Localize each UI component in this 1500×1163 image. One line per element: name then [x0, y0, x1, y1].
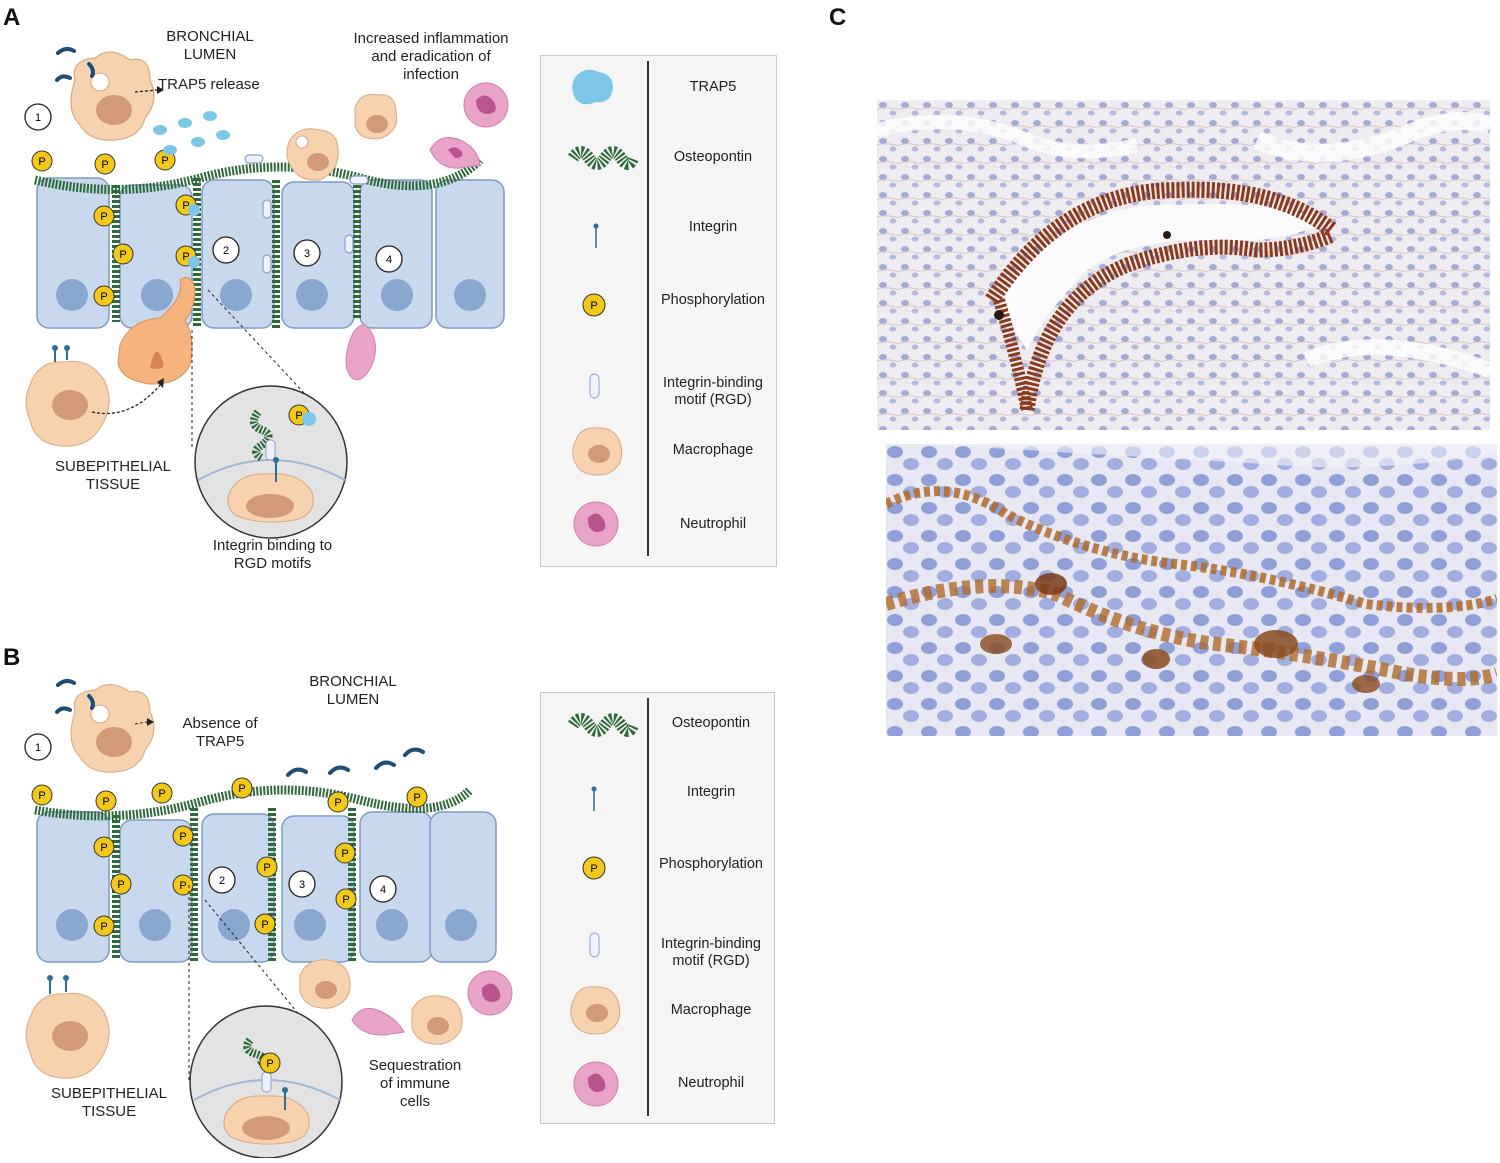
svg-text:P: P [100, 211, 107, 223]
legend-b-label-phosphorylation: Phosphorylation [659, 856, 763, 872]
svg-text:P: P [263, 862, 270, 874]
legend-a: P TRAP5 Osteopontin Integrin Phosphoryla… [540, 55, 777, 567]
svg-text:P: P [38, 156, 45, 168]
trap5-icon [572, 69, 613, 105]
legend-b-label-rgd: Integrin-binding motif (RGD) [661, 936, 761, 969]
legend-a-label-neutrophil: Neutrophil [679, 516, 747, 532]
panel-a-inflammation-label: Increased inflammation and eradication o… [353, 30, 509, 83]
panel-b-lumen-label: BRONCHIAL LUMEN [309, 673, 397, 708]
svg-text:2: 2 [219, 875, 225, 887]
neutrophil-icon [573, 501, 619, 547]
svg-text:P: P [38, 790, 45, 802]
svg-text:P: P [182, 251, 189, 263]
legend-a-label-rgd: Integrin-binding motif (RGD) [663, 375, 763, 408]
integrin-icon [593, 223, 599, 248]
step-4: 4 [386, 254, 392, 266]
svg-text:P: P [590, 300, 597, 312]
svg-text:P: P [334, 797, 341, 809]
legend-b: P Osteopontin Integrin Phosphorylation I… [540, 692, 775, 1124]
panel-a-letter: A [3, 4, 21, 31]
osteopontin-icon [568, 146, 639, 170]
legend-b-label-neutrophil: Neutrophil [677, 1075, 745, 1091]
svg-text:P: P [117, 879, 124, 891]
svg-text:P: P [158, 788, 165, 800]
legend-a-divider [647, 61, 649, 556]
svg-text:P: P [179, 880, 186, 892]
step-1: 1 [35, 112, 41, 124]
legend-b-icons: P [568, 713, 639, 1107]
panel-b-absence-label: Absence of TRAP5 [182, 715, 258, 750]
svg-text:P: P [413, 792, 420, 804]
neutrophil-icon [573, 1061, 619, 1107]
svg-text:P: P [266, 1058, 273, 1070]
panel-a-zoom-caption: Integrin binding to RGD motifs [212, 537, 333, 572]
panel-b-letter: B [3, 644, 21, 671]
svg-text:4: 4 [380, 884, 386, 896]
svg-text:P: P [119, 249, 126, 261]
svg-text:P: P [100, 921, 107, 933]
macrophage-top [70, 51, 155, 141]
legend-b-label-osteopontin: Osteopontin [671, 715, 751, 731]
legend-a-label-trap5: TRAP5 [689, 79, 737, 95]
legend-a-icons: P [568, 69, 639, 547]
legend-a-label-osteopontin: Osteopontin [673, 149, 753, 165]
panel-a-lumen-label: BRONCHIAL LUMEN [166, 28, 254, 63]
svg-text:P: P [590, 863, 597, 875]
phosphorylation-markers: P P P P P P P P [31, 149, 200, 307]
phosphorylation-icon: P [582, 856, 606, 880]
svg-text:P: P [179, 831, 186, 843]
panel-a-diagram: P P P P P P P P 1 2 3 4 [0, 0, 530, 600]
legend-a-label-phosphorylation: Phosphorylation [661, 292, 765, 308]
step-3: 3 [304, 248, 310, 260]
histology-image-top [877, 100, 1490, 430]
panel-a-release-label: TRAP5 release [158, 76, 260, 93]
svg-text:P: P [182, 200, 189, 212]
legend-b-divider [647, 698, 649, 1116]
svg-text:P: P [101, 159, 108, 171]
histology-top-drawing [877, 100, 1490, 430]
legend-a-label-integrin: Integrin [688, 219, 738, 235]
svg-text:3: 3 [299, 879, 305, 891]
phosphorylation-icon: P [582, 293, 606, 317]
panel-b-illustration: P P P P P P P P P P P P P P P 1 2 3 4 [24, 678, 513, 1159]
svg-text:P: P [238, 783, 245, 795]
panel-b-diagram: P P P P P P P P P P P P P P P 1 2 3 4 [0, 640, 530, 1159]
panel-b-tissue-label: SUBEPITHELIAL TISSUE [51, 1085, 167, 1120]
panel-c-letter: C [829, 4, 847, 31]
osteopontin-icon [568, 713, 639, 737]
rgd-motif-icon [589, 373, 600, 399]
panel-b-sequestration-label: Sequestration of immune cells [368, 1057, 462, 1110]
rgd-motif-icon [589, 932, 600, 958]
macrophage-icon [570, 986, 621, 1035]
panel-a-tissue-label: SUBEPITHELIAL TISSUE [55, 458, 171, 493]
svg-text:P: P [100, 842, 107, 854]
histology-image-bottom [886, 444, 1497, 736]
step-markers: 1 2 3 4 [24, 103, 403, 273]
step-2: 2 [223, 245, 229, 257]
svg-text:P: P [161, 155, 168, 167]
macrophage-icon [572, 427, 623, 476]
svg-text:P: P [341, 848, 348, 860]
histology-bottom-drawing [886, 444, 1497, 736]
svg-text:P: P [261, 919, 268, 931]
svg-text:1: 1 [35, 742, 41, 754]
legend-a-label-macrophage: Macrophage [672, 442, 754, 458]
legend-b-label-integrin: Integrin [686, 784, 736, 800]
svg-text:P: P [295, 410, 302, 422]
svg-text:P: P [100, 291, 107, 303]
legend-b-label-macrophage: Macrophage [670, 1002, 752, 1018]
svg-text:P: P [102, 796, 109, 808]
panel-a-illustration: P P P P P P P P 1 2 3 4 [24, 46, 509, 539]
trap5-particles [153, 111, 230, 155]
svg-text:P: P [342, 894, 349, 906]
integrin-icon [591, 786, 597, 811]
